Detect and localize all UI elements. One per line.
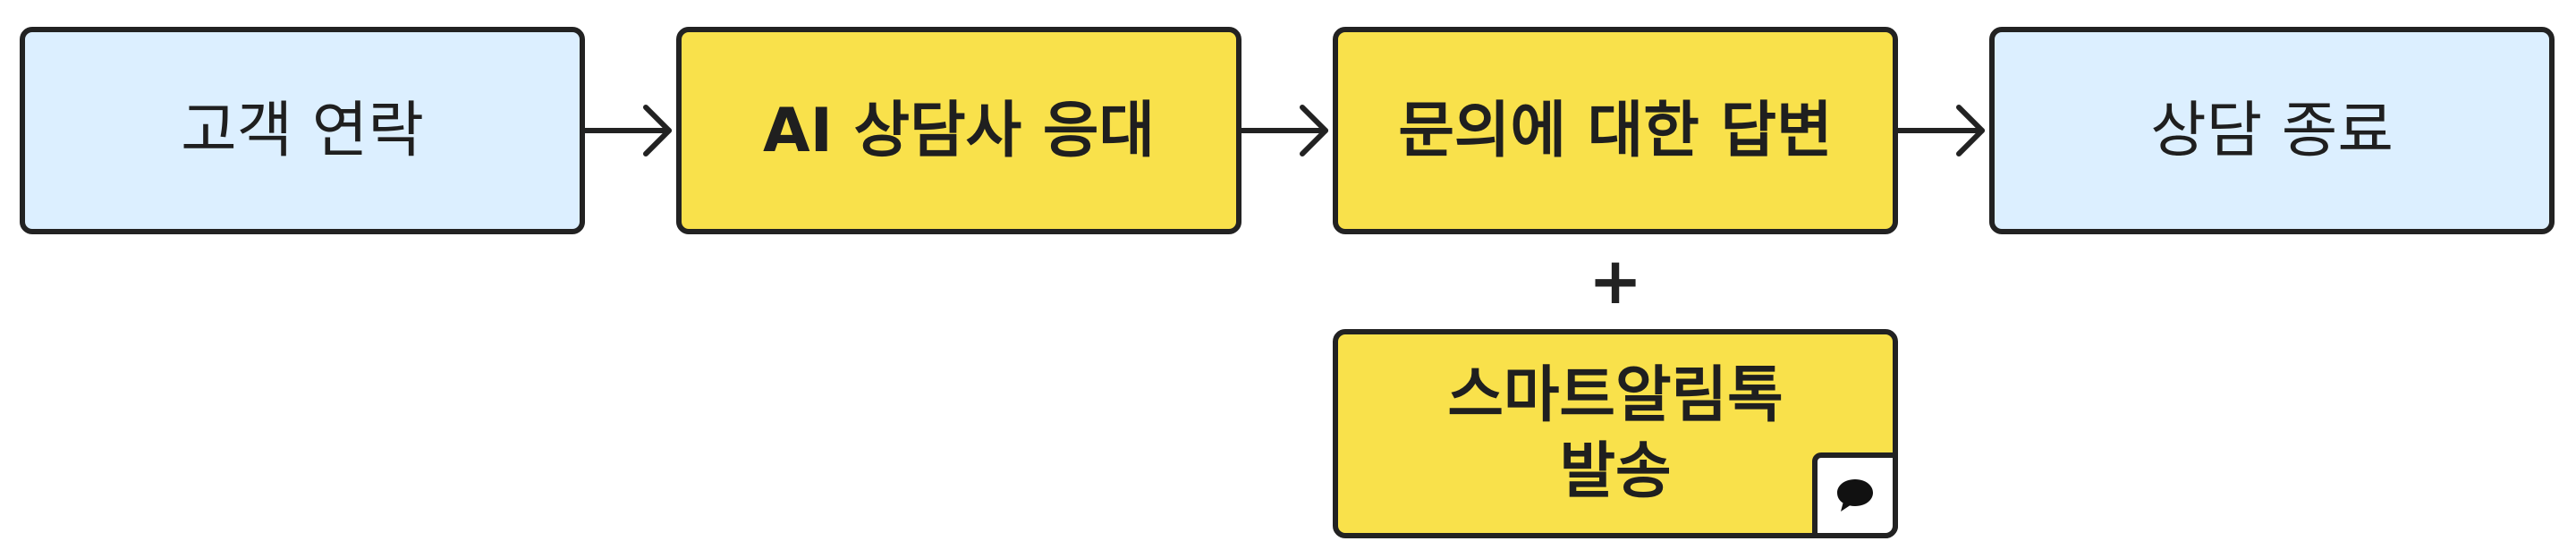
node-ai-agent-response: AI 상담사 응대 bbox=[676, 27, 1241, 234]
node-label-line2: 발송 bbox=[1559, 436, 1672, 507]
node-answer-inquiry: 문의에 대한 답변 bbox=[1333, 27, 1898, 234]
node-smart-alimtalk: 스마트알림톡 발송 bbox=[1333, 329, 1898, 538]
node-label-line1: 스마트알림톡 bbox=[1447, 360, 1784, 431]
node-label: 고객 연락 bbox=[181, 95, 424, 166]
node-label: 상담 종료 bbox=[2150, 95, 2394, 166]
plus-symbol: + bbox=[1588, 243, 1643, 318]
node-label: AI 상담사 응대 bbox=[762, 95, 1156, 166]
speech-bubble-icon bbox=[1837, 479, 1873, 512]
chat-badge bbox=[1812, 452, 1898, 538]
node-end-consultation: 상담 종료 bbox=[1989, 27, 2555, 234]
node-label: 문의에 대한 답변 bbox=[1398, 95, 1833, 166]
node-customer-contact: 고객 연락 bbox=[20, 27, 585, 234]
